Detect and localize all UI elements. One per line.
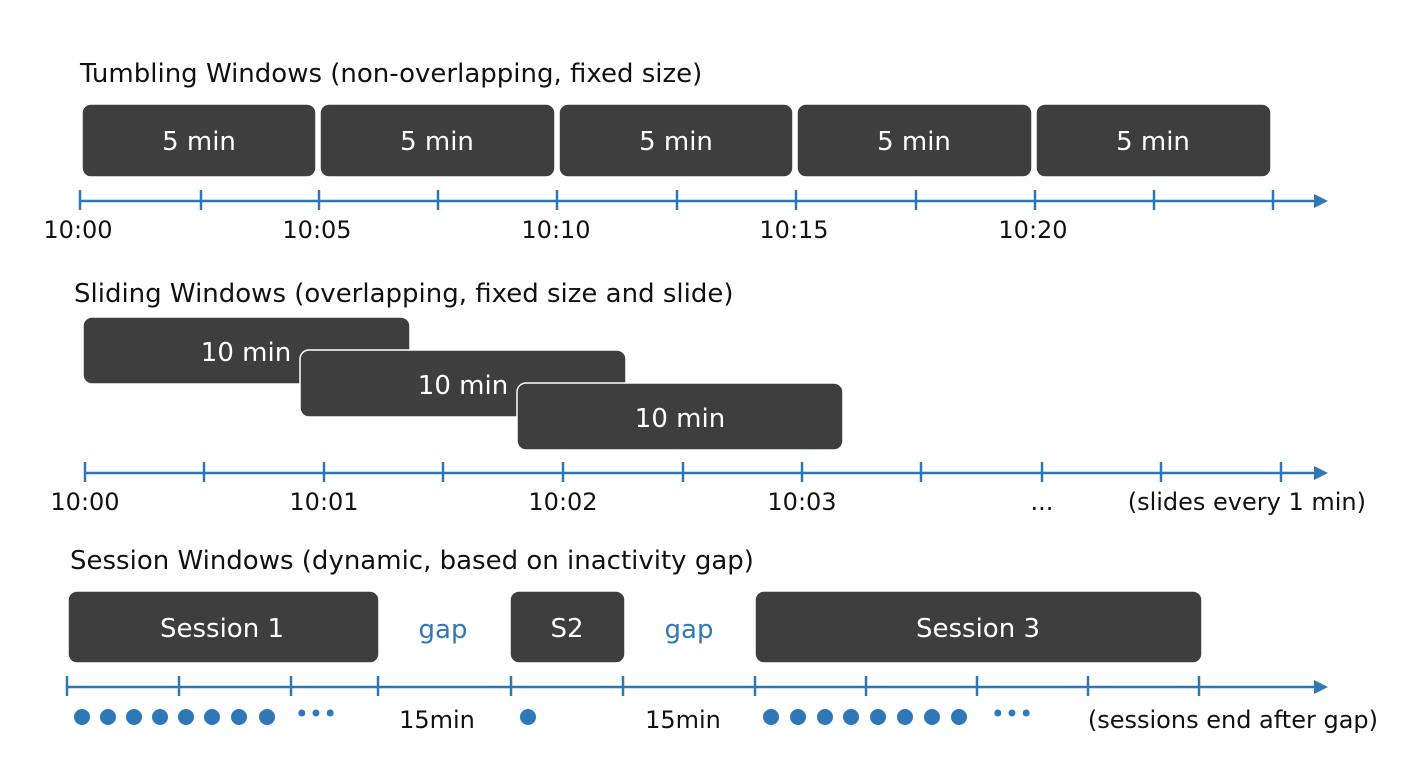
- session-window-label: S2: [550, 614, 583, 644]
- sliding-section: Sliding Windows (overlapping, fixed size…: [50, 279, 1366, 516]
- event-dot: [178, 709, 194, 725]
- tumbling-section: Tumbling Windows (non-overlapping, fixed…: [43, 59, 1328, 244]
- sliding-tick-label: 10:00: [50, 488, 119, 516]
- event-dot: [790, 709, 806, 725]
- session-window-1: Session 1: [67, 590, 380, 664]
- session-note: (sessions end after gap): [1088, 706, 1378, 734]
- sliding-window-3: 10 min: [516, 382, 844, 451]
- event-dot: [152, 709, 168, 725]
- event-dot: [231, 709, 247, 725]
- tumbling-window-4: 5 min: [796, 103, 1033, 178]
- tumbling-window-3: 5 min: [558, 103, 794, 178]
- tumbling-window-label: 5 min: [1116, 127, 1190, 157]
- sliding-tick-label: 10:02: [528, 488, 597, 516]
- sliding-window-label: 10 min: [635, 404, 725, 434]
- tumbling-window-1: 5 min: [81, 103, 317, 178]
- gap-duration-label: 15min: [399, 706, 475, 734]
- session-axis: [65, 676, 1328, 696]
- tumbling-window-label: 5 min: [877, 127, 951, 157]
- tumbling-tick-label: 10:00: [43, 216, 112, 244]
- event-dot: [951, 709, 967, 725]
- session-2-events: [520, 709, 536, 725]
- tumbling-title: Tumbling Windows (non-overlapping, fixed…: [79, 59, 702, 89]
- sliding-tick-label: 10:03: [767, 488, 836, 516]
- events-ellipsis: •••: [295, 700, 337, 728]
- gap-label: gap: [665, 615, 714, 645]
- event-dot: [204, 709, 220, 725]
- sliding-title: Sliding Windows (overlapping, fixed size…: [74, 279, 734, 309]
- event-dot: [74, 709, 90, 725]
- tumbling-window-label: 5 min: [162, 127, 236, 157]
- session-section: Session Windows (dynamic, based on inact…: [65, 546, 1378, 734]
- tumbling-axis: [78, 190, 1328, 210]
- event-dot: [126, 709, 142, 725]
- event-dot: [100, 709, 116, 725]
- session-window-label: Session 1: [160, 614, 284, 644]
- tumbling-window-2: 5 min: [319, 103, 556, 178]
- session-title: Session Windows (dynamic, based on inact…: [70, 546, 754, 576]
- sliding-window-label: 10 min: [418, 371, 508, 401]
- event-dot: [897, 709, 913, 725]
- session-1-events: •••: [74, 700, 337, 728]
- sliding-note: (slides every 1 min): [1128, 488, 1366, 516]
- arrowhead-icon: [1314, 680, 1328, 694]
- session-window-3: Session 3: [754, 590, 1203, 664]
- event-dot: [763, 709, 779, 725]
- tumbling-window-5: 5 min: [1035, 103, 1272, 178]
- session-3-events: •••: [763, 700, 1033, 728]
- event-dot: [259, 709, 275, 725]
- events-ellipsis: •••: [991, 700, 1033, 728]
- gap-label: gap: [419, 615, 468, 645]
- tumbling-tick-label: 10:05: [282, 216, 351, 244]
- event-dot: [924, 709, 940, 725]
- sliding-ellipsis: ...: [1031, 488, 1054, 516]
- event-dot: [520, 709, 536, 725]
- tumbling-tick-label: 10:10: [521, 216, 590, 244]
- event-dot: [843, 709, 859, 725]
- arrowhead-icon: [1314, 466, 1328, 480]
- arrowhead-icon: [1314, 194, 1328, 208]
- tumbling-tick-label: 10:15: [759, 216, 828, 244]
- session-window-2: S2: [509, 590, 626, 664]
- session-window-label: Session 3: [916, 614, 1040, 644]
- tumbling-window-label: 5 min: [400, 127, 474, 157]
- tumbling-window-label: 5 min: [639, 127, 713, 157]
- sliding-axis: [83, 462, 1328, 482]
- sliding-window-label: 10 min: [201, 338, 291, 368]
- event-dot: [817, 709, 833, 725]
- event-dot: [870, 709, 886, 725]
- gap-duration-label: 15min: [645, 706, 721, 734]
- tumbling-tick-label: 10:20: [998, 216, 1067, 244]
- sliding-tick-label: 10:01: [289, 488, 358, 516]
